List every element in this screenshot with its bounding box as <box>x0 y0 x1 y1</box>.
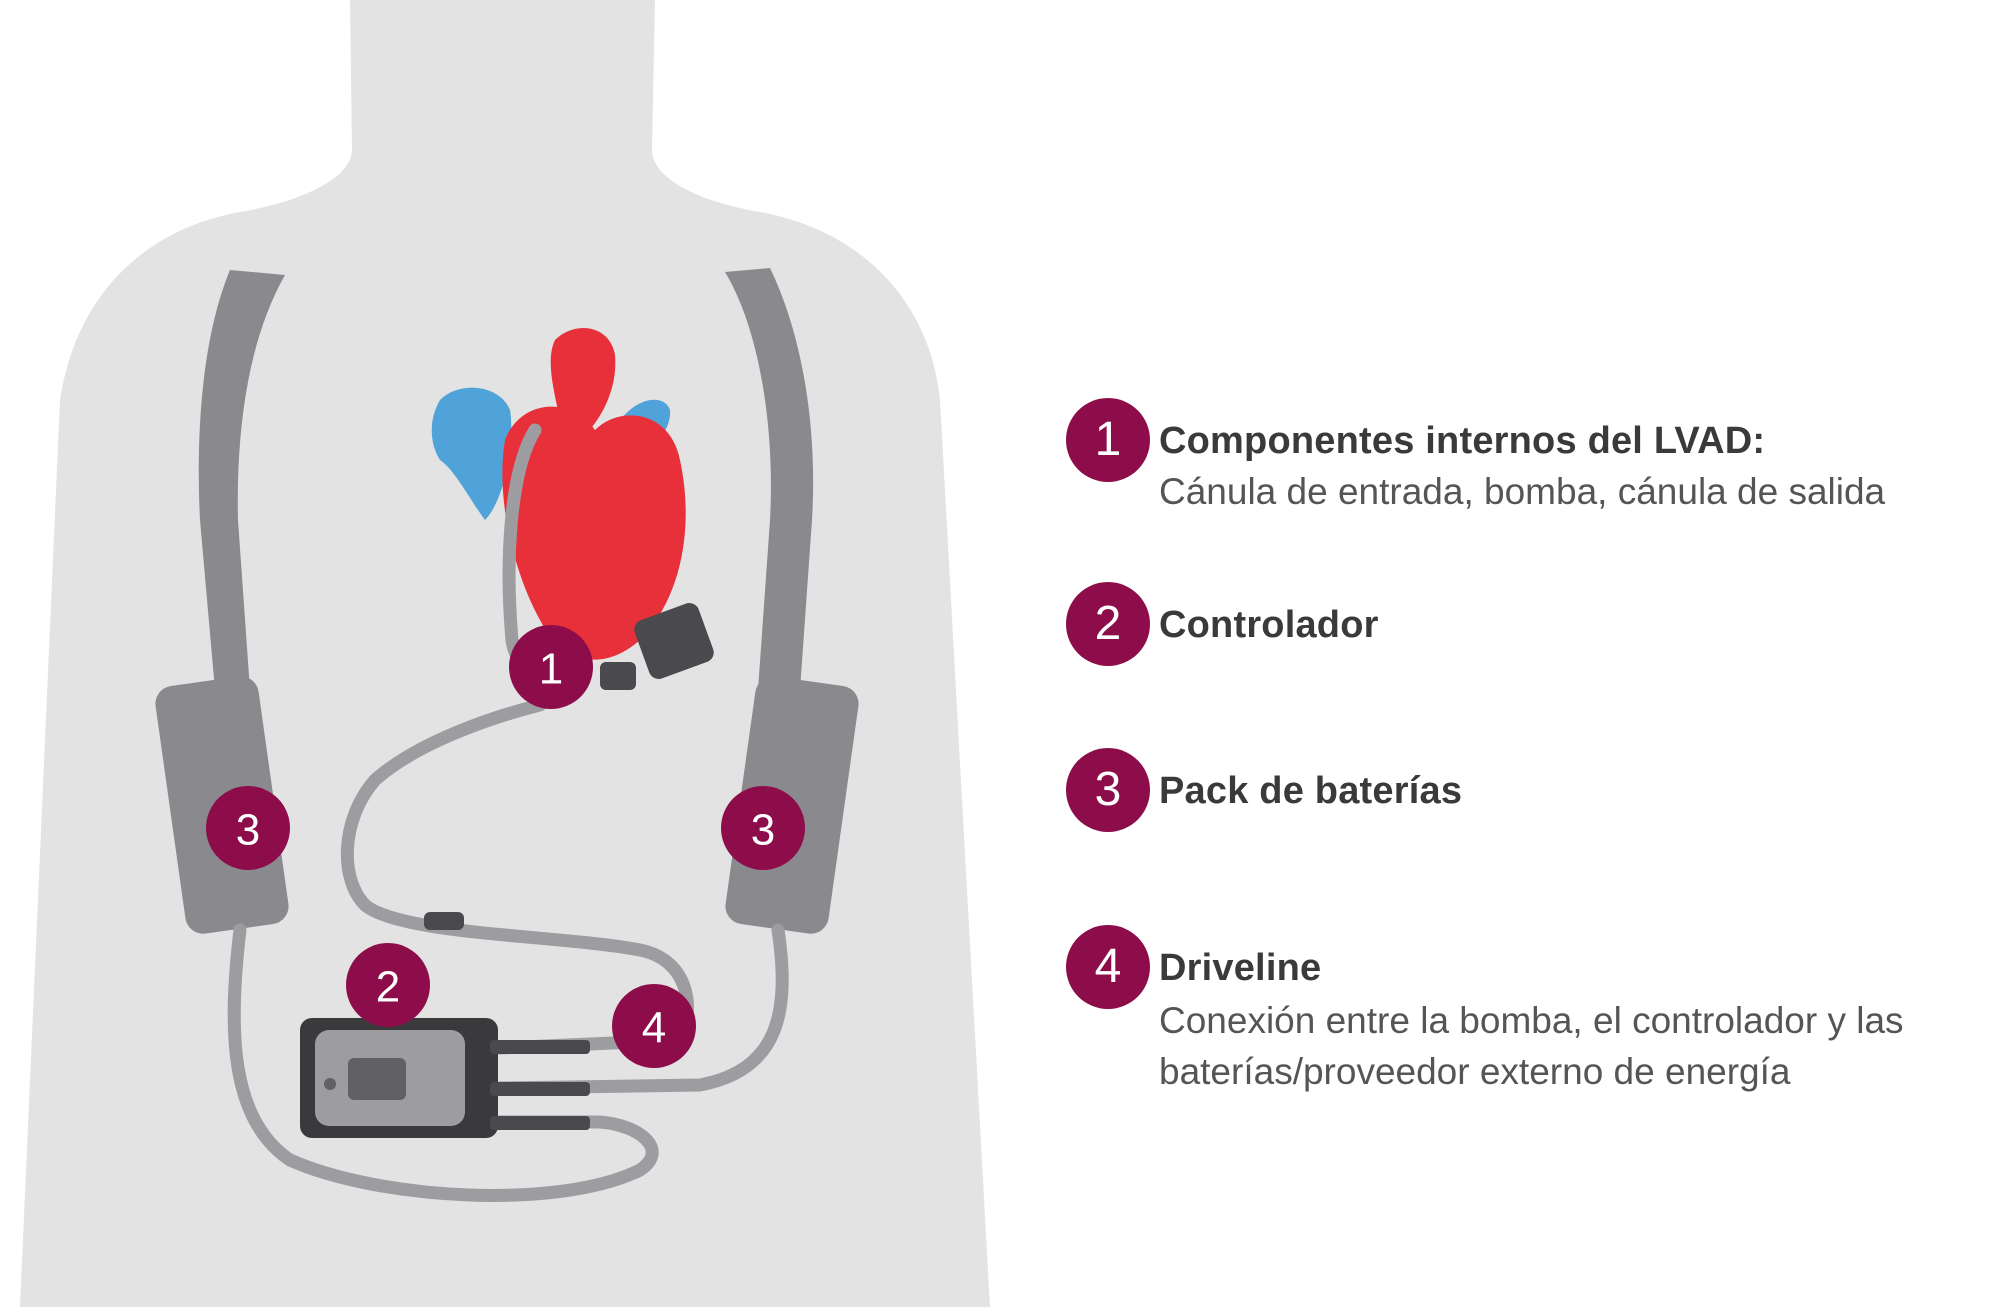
controller-button-icon <box>324 1078 336 1090</box>
legend-description: Cánula de entrada, bomba, cánula de sali… <box>1159 466 1885 517</box>
legend-title: Controlador <box>1159 604 1379 647</box>
legend-badge: 1 <box>1066 398 1150 482</box>
marker-2: 2 <box>346 943 430 1027</box>
controller-screen <box>348 1058 406 1100</box>
marker-number: 3 <box>751 806 775 855</box>
pump-outflow-connector <box>600 662 636 690</box>
controller-port <box>490 1040 590 1054</box>
legend-title: Driveline <box>1159 947 1321 990</box>
lvad-diagram: 1 2 3 3 4 <box>0 0 1000 1307</box>
legend-badge: 2 <box>1066 582 1150 666</box>
legend-title: Componentes internos del LVAD: <box>1159 420 1765 463</box>
marker-1: 1 <box>509 625 593 709</box>
marker-3: 3 <box>721 786 805 870</box>
legend-title: Pack de baterías <box>1159 770 1462 813</box>
marker-4: 4 <box>612 984 696 1068</box>
marker-number: 1 <box>539 645 563 694</box>
legend-panel: 1 Componentes internos del LVAD: Cánula … <box>1066 0 1998 1307</box>
legend-badge: 3 <box>1066 748 1150 832</box>
marker-number: 3 <box>236 806 260 855</box>
marker-number: 4 <box>642 1004 666 1053</box>
legend-description: Conexión entre la bomba, el controlador … <box>1159 995 1904 1046</box>
controller-port <box>490 1082 590 1096</box>
controller-port <box>490 1116 590 1130</box>
legend-description: baterías/proveedor externo de energía <box>1159 1046 1790 1097</box>
legend-badge: 4 <box>1066 925 1150 1009</box>
driveline-connector <box>424 912 464 930</box>
marker-3: 3 <box>206 786 290 870</box>
marker-number: 2 <box>376 963 400 1012</box>
torso-silhouette <box>20 0 990 1307</box>
